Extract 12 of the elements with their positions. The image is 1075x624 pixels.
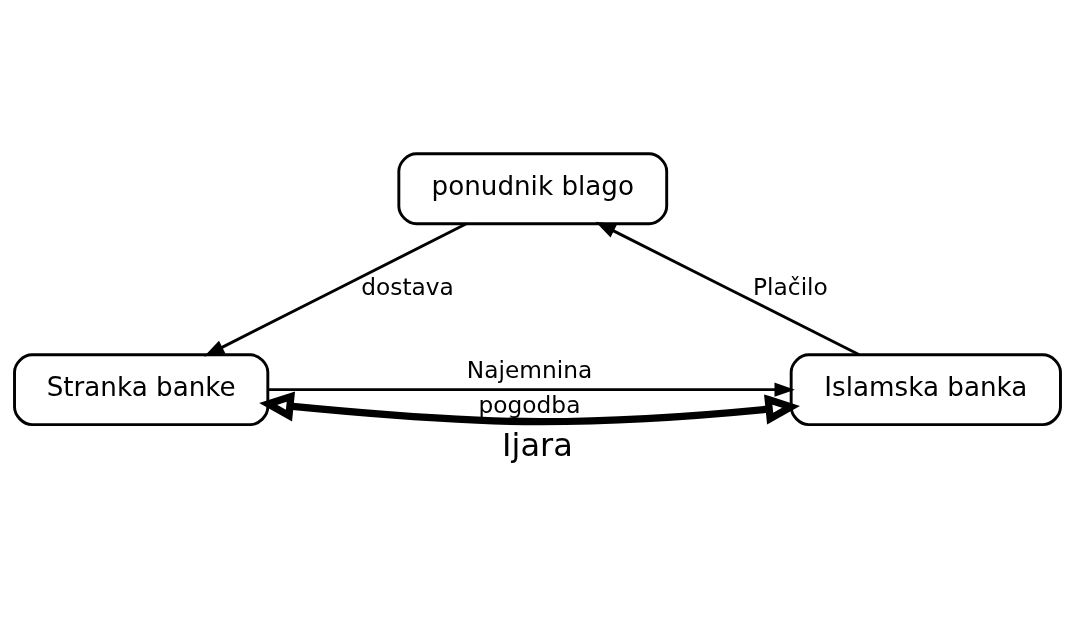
node-box: Islamska banka [789,352,1062,426]
arrow [268,382,795,397]
arrow [259,390,800,425]
arrow [204,222,467,356]
node-box: ponudnik blago [397,151,669,225]
edge-label: pogodba [478,390,581,418]
edge-label: Plačilo [753,272,828,300]
node-box: Stranka banke [13,352,270,426]
edge-label: Najemnina [466,355,593,383]
caption: Ijara [502,425,573,464]
edge-label: dostava [361,272,454,300]
arrow [595,221,860,356]
